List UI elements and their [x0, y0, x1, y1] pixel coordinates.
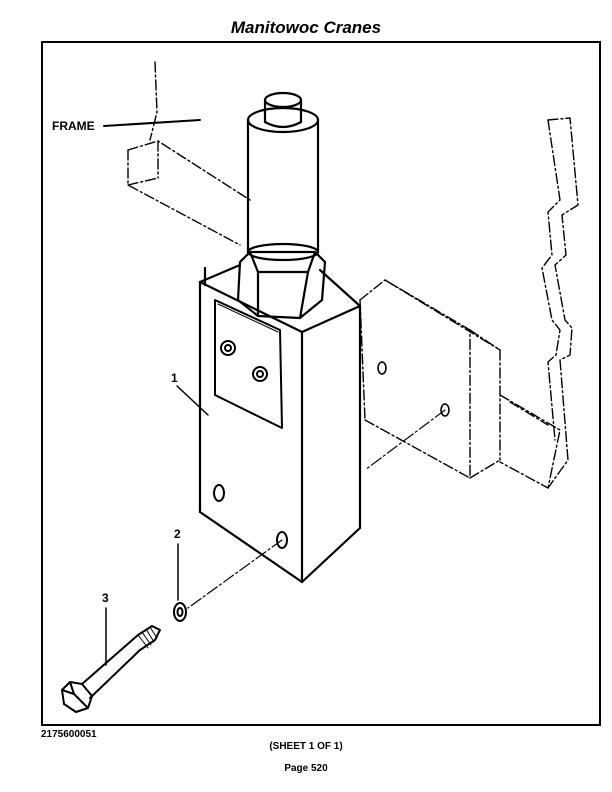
- name-plate: [214, 299, 283, 429]
- side-port-right: [377, 361, 387, 375]
- frame-bar-phantom: [127, 61, 579, 489]
- cartridge-body: [246, 91, 320, 262]
- callout-1: 1: [171, 371, 178, 385]
- sheet-indicator: (SHEET 1 OF 1): [269, 741, 343, 752]
- washer: [173, 602, 187, 622]
- page-title: Manitowoc Cranes: [230, 18, 382, 37]
- drawing-number: 2175600051: [41, 729, 97, 740]
- hex-nut: [236, 250, 327, 320]
- callout-3: 3: [102, 591, 109, 605]
- drawing-frame: [41, 41, 601, 726]
- valve-block: [198, 263, 362, 584]
- frame-leader-line: [103, 119, 201, 127]
- callout-2: 2: [174, 527, 181, 541]
- block-mount-hole: [440, 403, 450, 417]
- mounting-hole: [276, 531, 288, 549]
- center-line: [187, 409, 446, 609]
- frame-label: FRAME: [52, 119, 95, 133]
- side-port: [213, 484, 225, 502]
- callout-1-leader: [176, 385, 209, 416]
- bolt: [61, 625, 161, 713]
- page-number: Page 520: [284, 763, 328, 774]
